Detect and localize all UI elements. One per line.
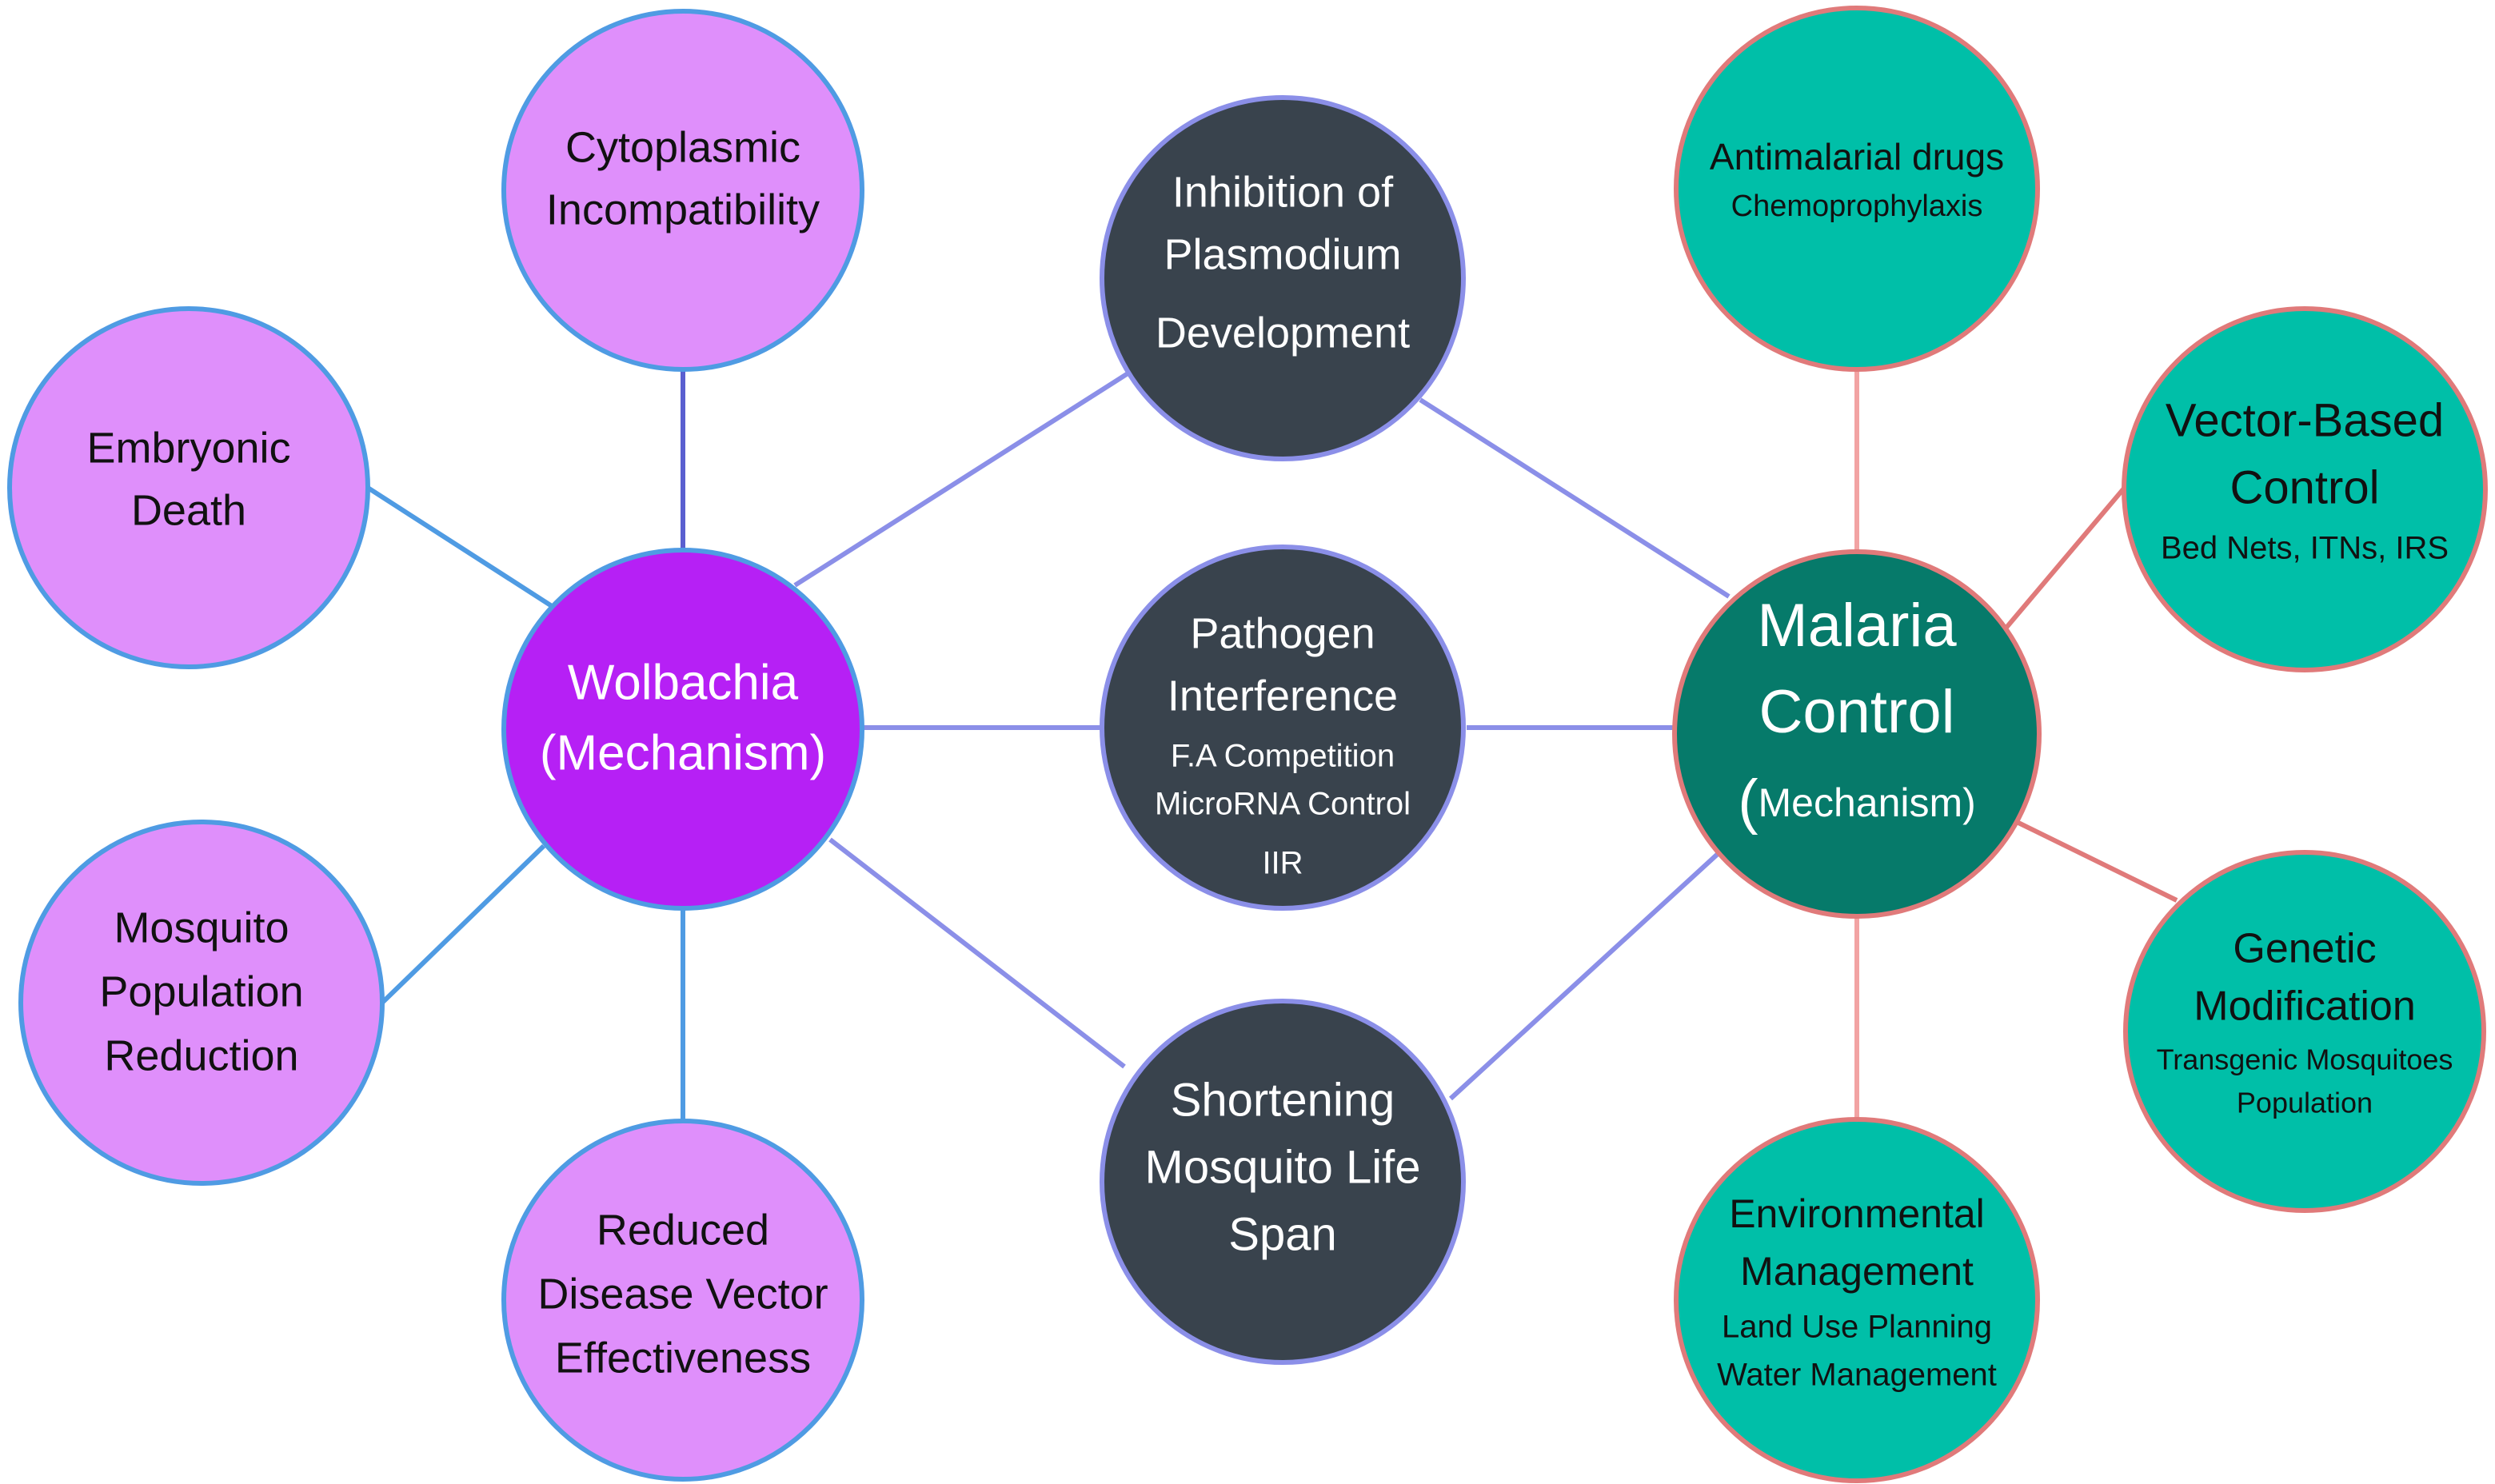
connector-wolbachia-embryonic bbox=[366, 485, 553, 608]
antimalarial-drugs-sub: Chemoprophylaxis bbox=[1731, 189, 1983, 223]
malaria-control-hub-mechanism: Mechanism) bbox=[1758, 780, 1976, 825]
environmental-management-title-2: Management bbox=[1740, 1249, 1974, 1294]
vector-based-control-sub: Bed Nets, ITNs, IRS bbox=[2161, 531, 2449, 566]
connector-wolbachia-population bbox=[380, 844, 546, 1005]
inhibition-plasmodium-label-3: Development bbox=[1156, 309, 1410, 357]
vector-based-control-circle bbox=[2122, 306, 2488, 672]
wolbachia-hub-node: Wolbachia (Mechanism) bbox=[501, 548, 864, 911]
shortening-life-span-label-3: Span bbox=[1228, 1208, 1336, 1260]
inhibition-plasmodium-label-2: Plasmodium bbox=[1164, 230, 1401, 278]
pathogen-interference-circle bbox=[1100, 545, 1466, 911]
inhibition-plasmodium-circle bbox=[1100, 95, 1466, 461]
malaria-control-hub-title-1: Malaria bbox=[1757, 592, 1957, 660]
pathogen-interference-sub-3: IIR bbox=[1262, 846, 1303, 881]
vector-based-control-title-1: Vector-Based bbox=[2166, 394, 2444, 446]
mosquito-population-reduction-node: Mosquito Population Reduction bbox=[18, 820, 385, 1186]
embryonic-death-circle bbox=[7, 306, 370, 669]
mosquito-population-reduction-label-1: Mosquito bbox=[114, 904, 289, 951]
pathogen-interference-sub-1: F.A Competition bbox=[1171, 739, 1395, 774]
mosquito-population-reduction-label-2: Population bbox=[99, 967, 303, 1015]
environmental-management-node: Environmental Management Land Use Planni… bbox=[1674, 1117, 2040, 1483]
inhibition-plasmodium-node: Inhibition of Plasmodium Development bbox=[1100, 95, 1466, 461]
pathogen-interference-sub-2: MicroRNA Control bbox=[1155, 787, 1411, 822]
reduced-vector-effectiveness-node: Reduced Disease Vector Effectiveness bbox=[501, 1119, 864, 1482]
connectors bbox=[366, 369, 2178, 1121]
genetic-modification-title-1: Genetic bbox=[2233, 926, 2376, 972]
antimalarial-drugs-circle bbox=[1674, 6, 2040, 372]
pathogen-interference-title-2: Interference bbox=[1168, 672, 1398, 720]
malaria-control-hub-subtitle: (Mechanism) bbox=[1738, 768, 1976, 836]
cytoplasmic-incompatibility-label-1: Cytoplasmic bbox=[565, 123, 800, 171]
antimalarial-drugs-title: Antimalarial drugs bbox=[1710, 136, 2004, 178]
vector-based-control-title-2: Control bbox=[2230, 461, 2380, 513]
mosquito-population-reduction-circle bbox=[18, 820, 385, 1186]
cytoplasmic-incompatibility-label-2: Incompatibility bbox=[546, 186, 820, 233]
genetic-modification-circle bbox=[2123, 850, 2486, 1213]
shortening-life-span-circle bbox=[1100, 999, 1466, 1365]
wolbachia-hub-title: Wolbachia bbox=[568, 655, 799, 710]
inhibition-plasmodium-label-1: Inhibition of bbox=[1172, 168, 1394, 216]
malaria-control-hub-title-2: Control bbox=[1759, 678, 1955, 746]
reduced-vector-effectiveness-label-1: Reduced bbox=[597, 1206, 769, 1254]
malaria-control-hub-paren: ( bbox=[1738, 768, 1758, 836]
embryonic-death-node: Embryonic Death bbox=[7, 306, 370, 669]
cytoplasmic-incompatibility-circle bbox=[501, 9, 864, 372]
embryonic-death-label-2: Death bbox=[131, 486, 246, 534]
pathogen-interference-node: Pathogen Interference F.A Competition Mi… bbox=[1100, 545, 1466, 911]
pathogen-interference-title-1: Pathogen bbox=[1190, 609, 1375, 657]
reduced-vector-effectiveness-label-2: Disease Vector bbox=[537, 1270, 828, 1318]
shortening-life-span-label-1: Shortening bbox=[1171, 1074, 1395, 1126]
environmental-management-title-1: Environmental bbox=[1729, 1191, 1985, 1236]
environmental-management-circle bbox=[1674, 1117, 2040, 1483]
genetic-modification-sub-1: Transgenic Mosquitoes bbox=[2157, 1043, 2453, 1076]
shortening-life-span-label-2: Mosquito Life bbox=[1145, 1141, 1421, 1193]
connector-wolbachia-shortening bbox=[828, 837, 1126, 1069]
connector-inhibition-malaria bbox=[1419, 397, 1731, 599]
connector-shortening-malaria bbox=[1448, 852, 1720, 1101]
genetic-modification-sub-2: Population bbox=[2237, 1087, 2373, 1119]
connector-malaria-genetic bbox=[2015, 820, 2178, 903]
shortening-life-span-node: Shortening Mosquito Life Span bbox=[1100, 999, 1466, 1365]
antimalarial-drugs-node: Antimalarial drugs Chemoprophylaxis bbox=[1674, 6, 2040, 372]
genetic-modification-title-2: Modification bbox=[2194, 983, 2415, 1030]
wolbachia-hub-subtitle: (Mechanism) bbox=[540, 725, 826, 780]
wolbachia-hub-circle bbox=[501, 548, 864, 911]
cytoplasmic-incompatibility-node: Cytoplasmic Incompatibility bbox=[501, 9, 864, 372]
connector-wolbachia-inhibition bbox=[793, 370, 1131, 588]
reduced-vector-effectiveness-label-3: Effectiveness bbox=[555, 1334, 811, 1382]
embryonic-death-label-1: Embryonic bbox=[86, 424, 290, 472]
mosquito-population-reduction-label-3: Reduction bbox=[104, 1031, 298, 1079]
environmental-management-sub-1: Land Use Planning bbox=[1722, 1310, 1992, 1345]
connector-malaria-vector bbox=[2003, 483, 2130, 630]
malaria-control-hub-node: Malaria Control (Mechanism) bbox=[1672, 549, 2042, 919]
environmental-management-sub-2: Water Management bbox=[1717, 1358, 1997, 1393]
reduced-vector-effectiveness-circle bbox=[501, 1119, 864, 1482]
genetic-modification-node: Genetic Modification Transgenic Mosquito… bbox=[2123, 850, 2486, 1213]
malaria-control-hub-circle bbox=[1672, 549, 2042, 919]
vector-based-control-node: Vector-Based Control Bed Nets, ITNs, IRS bbox=[2122, 306, 2488, 672]
